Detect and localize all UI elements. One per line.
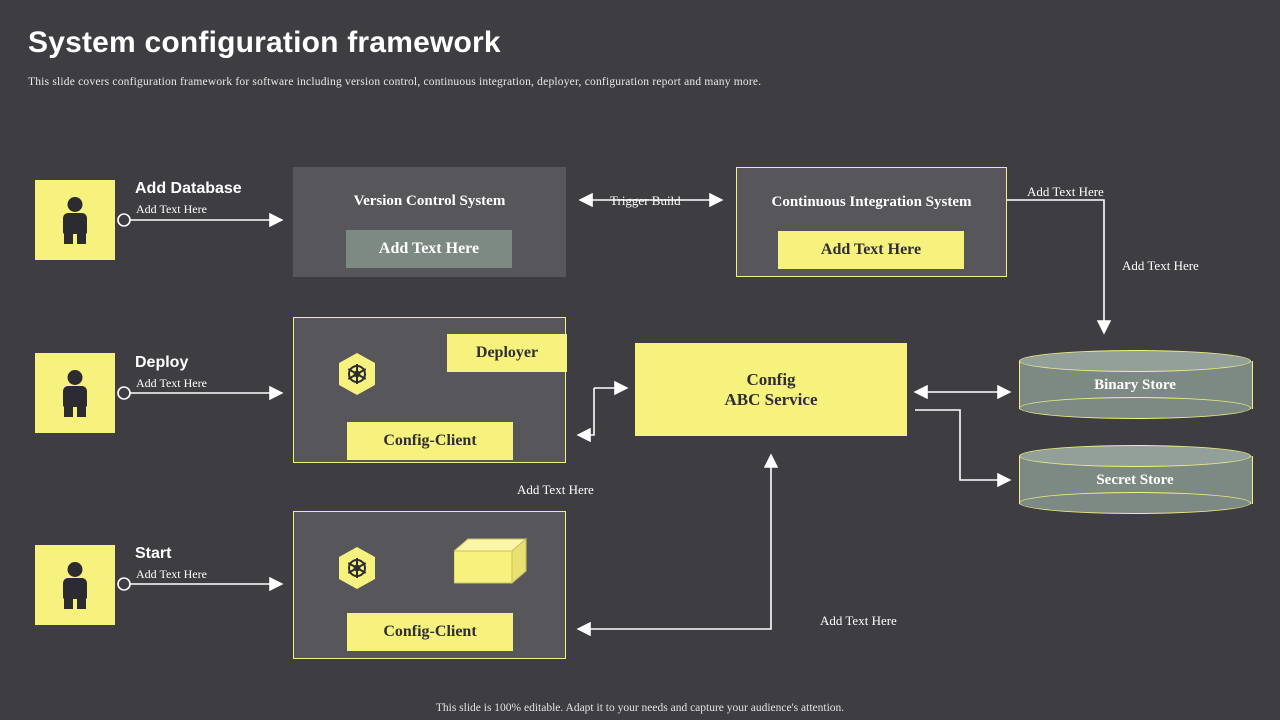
panel-start: Config-Client [293,511,566,659]
step-subtitle-2: Add Text Here [136,567,207,581]
store-secret: Secret Store [1019,445,1253,515]
deployer-box: Deployer [447,334,567,372]
config-service-line2: ABC Service [724,389,818,409]
person-icon [62,370,88,417]
step-subtitle-0: Add Text Here [136,202,207,216]
page-subtitle: This slide covers configuration framewor… [28,76,762,88]
helm-icon [334,351,380,397]
helm-icon [334,545,380,591]
cube-icon [454,537,540,585]
label-under-deploy: Add Text Here [517,482,594,497]
step-title-1: Deploy [135,354,189,371]
label-right-down: Add Text Here [1122,258,1199,273]
page-title: System configuration framework [28,26,501,59]
label-bottom: Add Text Here [820,613,897,628]
persona-tile-add-database [35,180,115,260]
panel-title-vcs: Version Control System [353,193,506,209]
vcs-add-text-button[interactable]: Add Text Here [346,230,512,268]
persona-tile-start [35,545,115,625]
panel-title-ci: Continuous Integration System [771,194,972,210]
slide-footer-note: This slide is 100% editable. Adapt it to… [435,702,845,714]
panel-continuous-integration: Continuous Integration System Add Text H… [736,167,1007,277]
config-abc-service-box: Config ABC Service [635,343,907,436]
config-service-line1: Config [746,369,796,389]
store-secret-label: Secret Store [1096,471,1174,488]
step-title-2: Start [135,545,172,562]
person-icon [62,562,88,609]
store-binary-label: Binary Store [1094,376,1176,393]
ci-add-text-button[interactable]: Add Text Here [778,231,964,269]
store-binary: Binary Store [1019,350,1253,420]
label-top-right: Add Text Here [1027,184,1104,199]
start-config-client-box: Config-Client [347,613,513,651]
label-trigger-build: Trigger Build [610,193,681,208]
step-title-0: Add Database [135,180,242,197]
panel-deploy: Deployer Config-Client [293,317,567,463]
deploy-config-client-box: Config-Client [347,422,513,460]
person-icon [62,197,88,244]
step-subtitle-1: Add Text Here [136,376,207,390]
panel-version-control: Version Control System Add Text Here [293,167,566,277]
persona-tile-deploy [35,353,115,433]
